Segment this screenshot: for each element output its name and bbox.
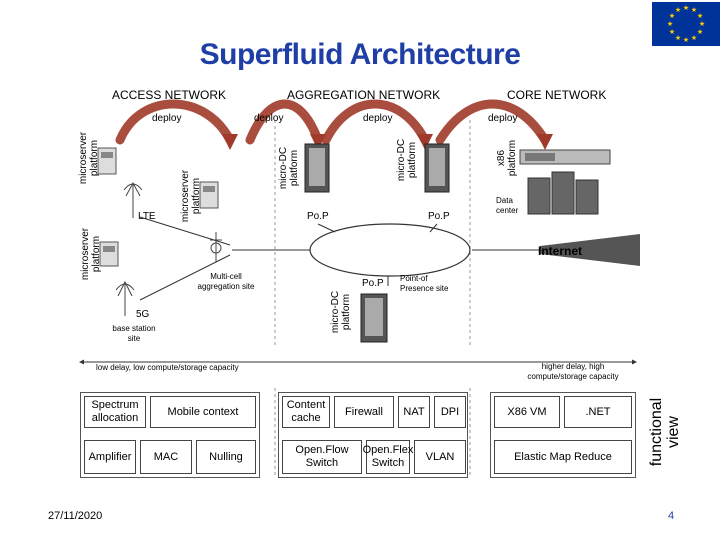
deploy-arrow-4: [435, 99, 550, 145]
base-station-label: base station site: [112, 324, 156, 343]
point-of-presence-label: Point-of Presence site: [400, 274, 449, 293]
pop-label-3: Po.P: [362, 278, 384, 289]
vlan-box: VLAN: [414, 440, 466, 474]
antenna-5g: [115, 280, 135, 316]
deploy-arrow-2: [245, 99, 323, 145]
deploy-label-1: deploy: [152, 113, 182, 124]
microserver-device-3: [99, 241, 119, 267]
x86-server: [519, 149, 611, 165]
mobile-context-box: Mobile context: [150, 396, 256, 428]
microserver-device-2: [199, 181, 219, 209]
svg-text:★: ★: [697, 12, 703, 20]
mac-box: MAC: [140, 440, 192, 474]
amplifier-box: Amplifier: [84, 440, 136, 474]
internet-label: Internet: [538, 244, 583, 258]
spectrum-allocation-box: Spectrum allocation: [84, 396, 146, 428]
deploy-label-2: deploy: [254, 113, 284, 124]
axis-left-label: low delay, low compute/storage capacity: [96, 363, 239, 372]
microdc-label-1: micro-DC platform: [278, 146, 300, 190]
deploy-arrow-1: [115, 99, 235, 145]
microdc-label-2: micro-DC platform: [396, 138, 418, 182]
fiveg-label: 5G: [136, 309, 150, 320]
microserver-device-1: [97, 147, 117, 175]
svg-text:★: ★: [683, 36, 689, 44]
functional-view-label: functional view: [648, 397, 682, 467]
svg-text:★: ★: [675, 34, 681, 42]
footer-date: 27/11/2020: [48, 510, 103, 522]
pop-label-2: Po.P: [428, 211, 450, 222]
multicell-label: Multi-cell aggregation site: [197, 272, 255, 291]
section-aggregation: AGGREGATION NETWORK: [287, 88, 441, 102]
antenna-lte: [123, 181, 143, 218]
svg-text:★: ★: [691, 34, 697, 42]
antenna-multicell: [210, 232, 222, 262]
content-cache-box: Content cache: [282, 396, 330, 428]
data-center-label: Data center: [496, 196, 519, 215]
svg-text:★: ★: [667, 20, 673, 28]
x86-vm-box: X86 VM: [494, 396, 560, 428]
deploy-label-4: deploy: [488, 113, 518, 124]
elastic-map-reduce-box: Elastic Map Reduce: [494, 440, 632, 474]
svg-text:★: ★: [699, 20, 705, 28]
svg-text:★: ★: [675, 6, 681, 14]
svg-text:★: ★: [691, 6, 697, 14]
deploy-arrow-3: [321, 99, 430, 145]
pop-label-1: Po.P: [307, 211, 329, 222]
microdc-rack-1: [304, 143, 330, 193]
microserver-label-2: microserver platform: [180, 169, 202, 223]
axis-right-label: higher delay, high compute/storage capac…: [527, 362, 619, 381]
microdc-rack-3: [360, 293, 388, 343]
eu-flag: ★★★ ★★★ ★★★ ★★★: [652, 2, 720, 46]
openflex-switch-box: Open.Flex Switch: [363, 440, 413, 474]
section-access: ACCESS NETWORK: [112, 88, 227, 102]
svg-text:★: ★: [669, 12, 675, 20]
nat-box: NAT: [398, 396, 430, 428]
dotnet-box: .NET: [564, 396, 632, 428]
microdc-label-3: micro-DC platform: [330, 290, 352, 334]
section-core: CORE NETWORK: [507, 88, 607, 102]
openflow-switch-box: Open.Flow Switch: [282, 440, 362, 474]
microserver-label-3: microserver platform: [80, 227, 102, 281]
firewall-box: Firewall: [334, 396, 394, 428]
page-title: Superfluid Architecture: [199, 38, 521, 71]
dpi-box: DPI: [434, 396, 466, 428]
svg-text:★: ★: [683, 4, 689, 12]
data-center: [527, 171, 599, 215]
eu-stars-icon: ★★★ ★★★ ★★★ ★★★: [667, 4, 705, 44]
microserver-label-1: microserver platform: [78, 131, 100, 185]
svg-text:★: ★: [697, 28, 703, 36]
x86-label: x86 platform: [496, 139, 518, 177]
page-number: 4: [668, 510, 675, 522]
microdc-rack-2: [424, 143, 450, 193]
nulling-box: Nulling: [196, 440, 256, 474]
lte-label: LTE: [138, 211, 156, 222]
deploy-label-3: deploy: [363, 113, 393, 124]
svg-text:★: ★: [669, 28, 675, 36]
